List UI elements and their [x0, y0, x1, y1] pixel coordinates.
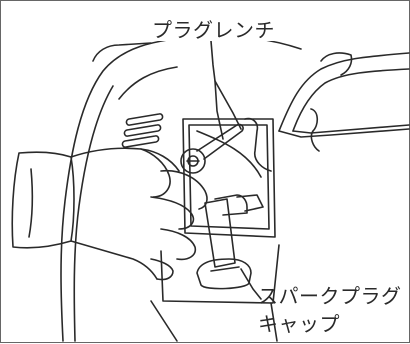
housing-ridge [118, 66, 178, 100]
handle-left [92, 42, 152, 62]
frame-bar [278, 128, 410, 138]
frame-handle-inner [292, 68, 410, 132]
spark-plug-cap-label-line1: スパークプラグ [258, 284, 402, 308]
hand-finger [160, 228, 197, 261]
spark-plug-cap-neck [236, 194, 264, 212]
sleeve-fold [28, 168, 34, 238]
plug-recess [182, 118, 276, 238]
wrench-bar [196, 123, 244, 160]
tank-top [320, 52, 353, 76]
hand-finger [150, 258, 174, 281]
engine-housing-inner [73, 85, 114, 342]
wrench-ring [180, 148, 206, 174]
recess-shadow [196, 130, 262, 178]
spark-plug-cap-label-line2: キャップ [258, 312, 340, 336]
frame-bar-lower [292, 124, 410, 134]
hand-palm [70, 240, 158, 280]
frame-leg-lower [150, 300, 178, 342]
plug-wrench-label: プラグレンチ [149, 19, 278, 41]
leader-plug-wrench-2 [214, 80, 242, 130]
spark-plug-cap-boot [196, 258, 252, 290]
leader-spark-plug-cap [240, 268, 262, 300]
hand-finger [140, 148, 171, 198]
hand-finger [150, 196, 195, 230]
spark-plug-cap-boot-detail [210, 266, 240, 272]
vent-slot [121, 135, 160, 148]
thumb [160, 169, 208, 210]
cable-clip [310, 108, 320, 152]
vent-slot [125, 113, 164, 126]
wrench-bar [244, 117, 272, 172]
spark-plug-cap-body [204, 198, 236, 268]
frame-leg [160, 244, 280, 304]
spark-plug-cap-stem [214, 194, 248, 216]
frame-leg-right [270, 302, 278, 342]
vent-slot [123, 124, 162, 137]
frame-handle [278, 52, 410, 132]
